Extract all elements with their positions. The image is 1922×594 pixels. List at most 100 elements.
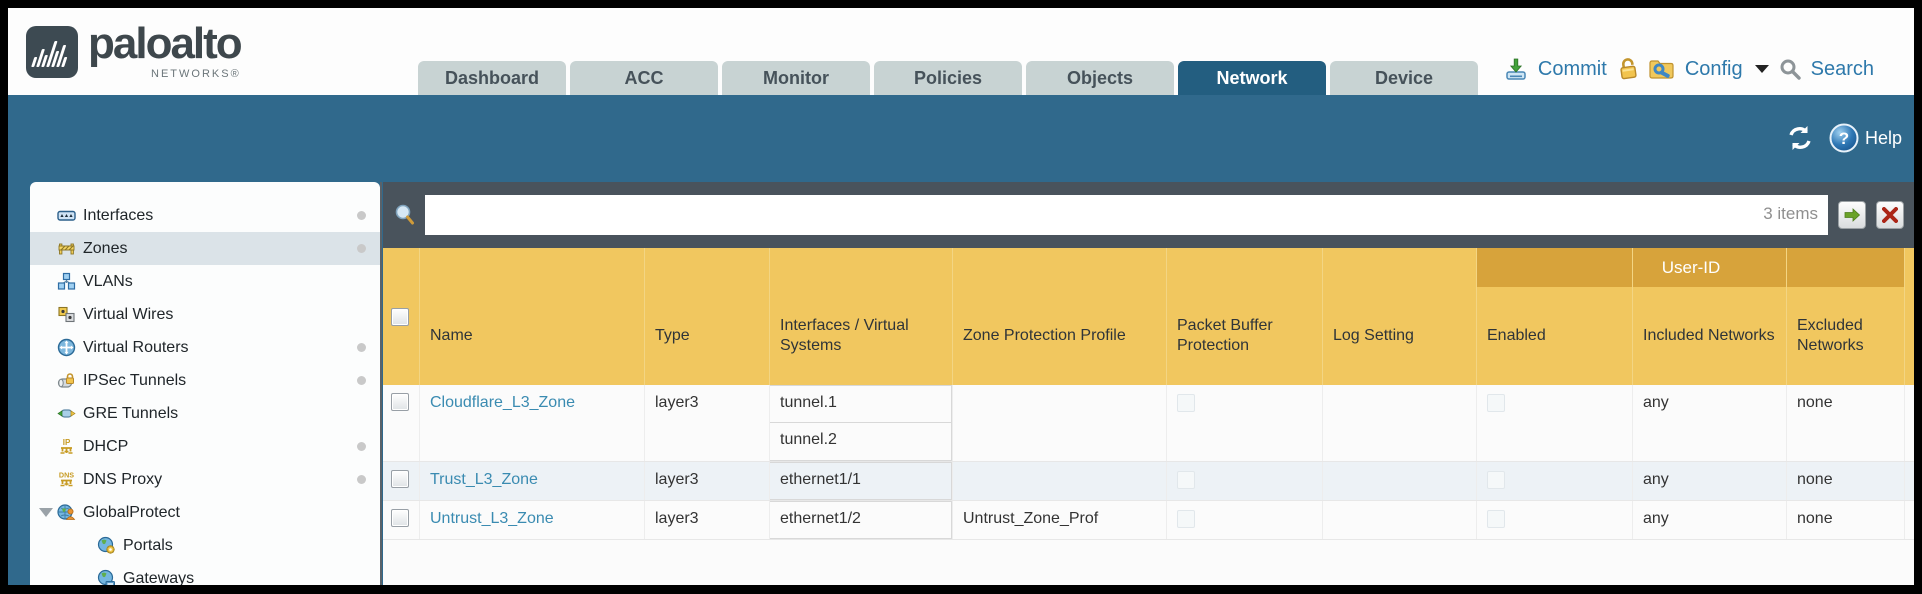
tab-device[interactable]: Device [1330, 61, 1478, 95]
zone-type-cell: layer3 [645, 462, 770, 500]
user-id-enabled-checkbox[interactable] [1487, 394, 1505, 412]
column-header-excluded-networks[interactable]: Excluded Networks [1787, 248, 1905, 385]
column-header-zone-protection-profile[interactable]: Zone Protection Profile [953, 248, 1167, 385]
expander-spacer [38, 241, 54, 257]
commit-button[interactable]: Commit [1537, 57, 1607, 80]
panel-splitter[interactable] [380, 182, 382, 585]
filter-search-icon [395, 204, 414, 225]
search-icon[interactable] [1779, 58, 1801, 80]
gateways-icon [97, 569, 116, 585]
row-checkbox[interactable] [391, 393, 409, 411]
lock-icon[interactable] [1615, 56, 1640, 83]
column-header-name[interactable]: Name [420, 248, 645, 385]
packet-buffer-protection-checkbox[interactable] [1177, 510, 1195, 528]
filter-input[interactable] [425, 195, 1828, 235]
user-id-enabled-checkbox[interactable] [1487, 471, 1505, 489]
sidebar-item-label: Interfaces [83, 206, 154, 224]
commit-icon[interactable] [1504, 57, 1528, 81]
tab-objects[interactable]: Objects [1026, 61, 1174, 95]
interfaces-cell: ethernet1/2 [770, 501, 953, 539]
tab-monitor[interactable]: Monitor [722, 61, 870, 95]
zone-name-link[interactable]: Untrust_L3_Zone [430, 510, 554, 527]
expander-spacer [78, 538, 94, 554]
sidebar-item-dns-proxy[interactable]: DNS DNS Proxy [30, 463, 380, 496]
column-header-included-networks[interactable]: Included Networks [1633, 248, 1787, 385]
sidebar-item-globalprotect[interactable]: GlobalProtect [30, 496, 380, 529]
tab-dashboard[interactable]: Dashboard [418, 61, 566, 95]
included-networks-cell: any [1633, 385, 1787, 461]
help-link[interactable]: Help [1864, 127, 1902, 148]
config-menu[interactable]: Config [1684, 57, 1743, 80]
ipsec-tunnels-icon [57, 371, 76, 390]
interfaces-cell: ethernet1/1 [770, 462, 953, 500]
log-setting-cell [1323, 501, 1477, 539]
logo-brand-text: paloalto [88, 19, 243, 68]
sidebar-item-ipsec-tunnels[interactable]: IPSec Tunnels [30, 364, 380, 397]
user-id-enabled-checkbox[interactable] [1487, 510, 1505, 528]
column-header-packet-buffer-protection[interactable]: Packet Buffer Protection [1167, 248, 1323, 385]
packet-buffer-protection-checkbox[interactable] [1177, 394, 1195, 412]
row-checkbox[interactable] [391, 470, 409, 488]
interface-entry: ethernet1/2 [770, 501, 952, 539]
zone-name-link[interactable]: Cloudflare_L3_Zone [430, 394, 575, 411]
clear-filter-button[interactable] [1876, 201, 1904, 229]
refresh-icon[interactable] [1785, 123, 1815, 153]
row-select-cell [383, 462, 420, 500]
column-header-enabled[interactable]: Enabled [1477, 248, 1633, 385]
search-button[interactable]: Search [1810, 57, 1874, 80]
zone-name-cell: Cloudflare_L3_Zone [420, 385, 645, 461]
sidebar-item-virtual-routers[interactable]: Virtual Routers [30, 331, 380, 364]
section-band: ? Help [8, 95, 1914, 182]
sidebar-item-interfaces[interactable]: Interfaces [30, 199, 380, 232]
sidebar-item-gateways[interactable]: Gateways [30, 562, 380, 585]
status-dot [357, 211, 366, 220]
select-all-checkbox[interactable] [391, 307, 409, 326]
packet-buffer-protection-cell [1167, 462, 1323, 500]
column-header-interfaces-virtual-systems[interactable]: Interfaces / Virtual Systems [770, 248, 953, 385]
packet-buffer-protection-cell [1167, 385, 1323, 461]
tab-acc[interactable]: ACC [570, 61, 718, 95]
column-header-log-setting[interactable]: Log Setting [1323, 248, 1477, 385]
user-id-enabled-cell [1477, 462, 1633, 500]
sidebar-item-vlans[interactable]: VLANs [30, 265, 380, 298]
row-checkbox[interactable] [391, 509, 409, 527]
select-all-cell [383, 248, 420, 385]
paloalto-logo-icon [26, 26, 78, 78]
zone-name-cell: Trust_L3_Zone [420, 462, 645, 500]
included-networks-cell: any [1633, 462, 1787, 500]
sidebar-item-gre-tunnels[interactable]: GRE Tunnels [30, 397, 380, 430]
tab-network[interactable]: Network [1178, 61, 1326, 95]
expander-triangle-icon[interactable] [38, 505, 54, 521]
expander-spacer [38, 472, 54, 488]
column-header-type[interactable]: Type [645, 248, 770, 385]
help-icon[interactable]: ? [1829, 123, 1859, 153]
gre-tunnels-icon [57, 404, 76, 423]
sidebar-item-label: DHCP [83, 437, 129, 455]
portals-icon [97, 536, 116, 555]
config-icon[interactable] [1649, 57, 1675, 81]
vlans-icon [57, 272, 76, 291]
tab-policies[interactable]: Policies [874, 61, 1022, 95]
zone-name-link[interactable]: Trust_L3_Zone [430, 471, 538, 488]
sidebar-item-virtual-wires[interactable]: Virtual Wires [30, 298, 380, 331]
expander-spacer [38, 439, 54, 455]
sidebar-item-portals[interactable]: Portals [30, 529, 380, 562]
sidebar-item-label: DNS Proxy [83, 470, 163, 488]
apply-filter-button[interactable] [1838, 201, 1866, 229]
dns-proxy-icon: DNS [57, 470, 76, 489]
status-dot [357, 475, 366, 484]
chevron-down-icon[interactable] [1754, 65, 1769, 73]
packet-buffer-protection-checkbox[interactable] [1177, 471, 1195, 489]
top-actions: Commit Config Search [1504, 57, 1874, 81]
filter-input-wrap: 3 items [425, 195, 1828, 235]
user-id-enabled-cell [1477, 385, 1633, 461]
excluded-networks-cell: none [1787, 501, 1905, 539]
sidebar-item-zones[interactable]: Zones [30, 232, 380, 265]
row-select-cell [383, 501, 420, 539]
